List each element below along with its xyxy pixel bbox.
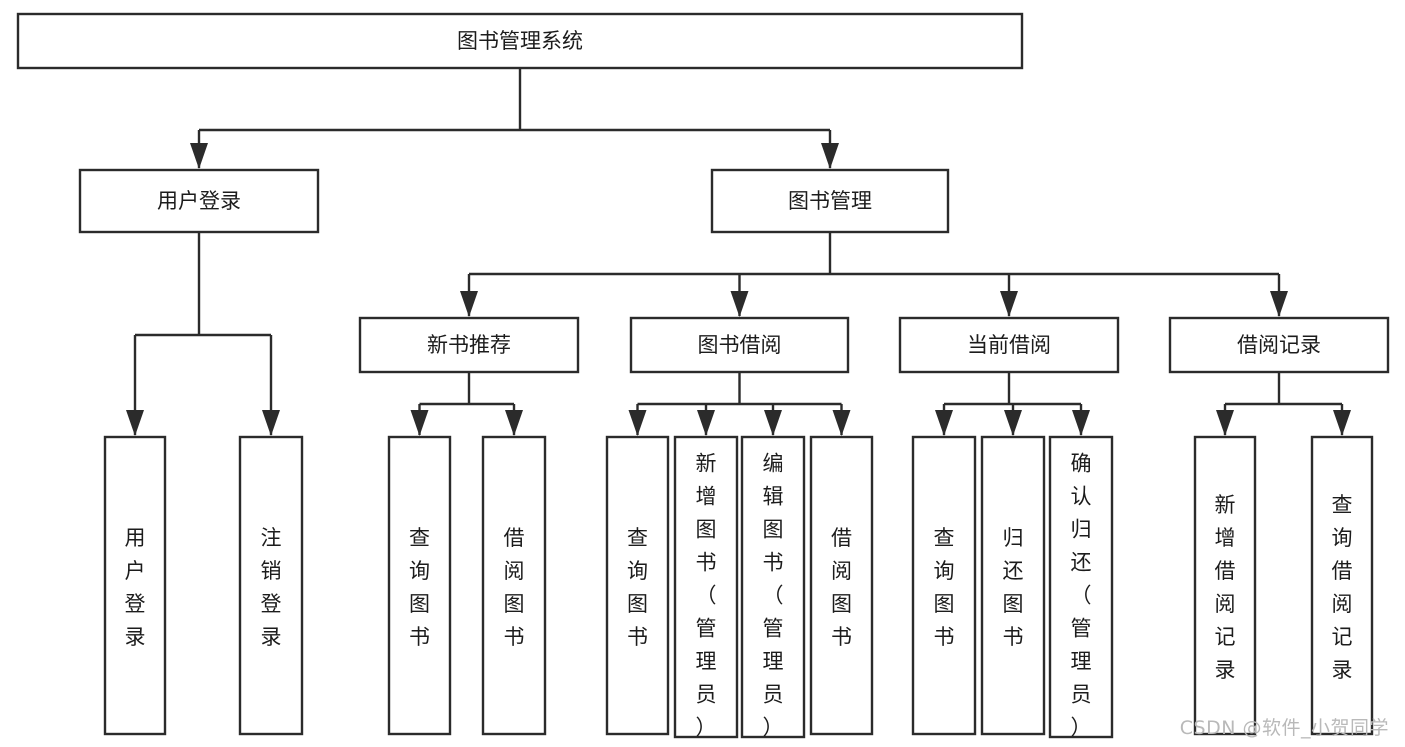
node-borrow-record[interactable]: 借阅记录	[1168, 316, 1390, 374]
arrow-head-icon	[460, 291, 478, 317]
node-box[interactable]	[481, 435, 547, 736]
node-user-login[interactable]: 用户登录	[78, 168, 320, 234]
node-label: 查询图书	[627, 526, 648, 649]
node-box[interactable]	[1310, 435, 1374, 736]
node-label: 查询借阅记录	[1332, 493, 1353, 682]
arrow-head-icon	[821, 143, 839, 169]
arrow-head-icon	[190, 143, 208, 169]
node-label: 用户登录	[125, 526, 146, 649]
node-box[interactable]	[673, 435, 739, 739]
node-box[interactable]	[1048, 435, 1114, 739]
node-book-borrow[interactable]: 图书借阅	[629, 316, 850, 374]
node-box[interactable]	[898, 316, 1120, 374]
arrow-head-icon	[697, 410, 715, 436]
node-label: 查询图书	[934, 526, 955, 649]
node-label: 新书推荐	[427, 333, 511, 357]
node-current-borrow[interactable]: 当前借阅	[898, 316, 1120, 374]
node-new-book-recommend[interactable]: 新书推荐	[358, 316, 580, 374]
arrow-head-icon	[262, 410, 280, 436]
node-box[interactable]	[809, 435, 874, 736]
arrow-head-icon	[126, 410, 144, 436]
node-leaf-add-borrow-record[interactable]: 新增借阅记录	[1193, 435, 1257, 736]
node-box[interactable]	[78, 168, 320, 234]
arrow-head-icon	[1000, 291, 1018, 317]
node-box[interactable]	[16, 12, 1024, 70]
connectors-layer	[126, 68, 1351, 436]
node-book-manage[interactable]: 图书管理	[710, 168, 950, 234]
node-label: 用户登录	[157, 189, 241, 213]
node-leaf-return-book[interactable]: 归还图书	[980, 435, 1046, 736]
node-label: 图书借阅	[698, 333, 782, 357]
arrow-head-icon	[1333, 410, 1351, 436]
arrow-head-icon	[1072, 410, 1090, 436]
node-leaf-query-book-2[interactable]: 查询图书	[605, 435, 670, 736]
node-leaf-user-login[interactable]: 用户登录	[103, 435, 167, 736]
node-box[interactable]	[629, 316, 850, 374]
arrow-head-icon	[1216, 410, 1234, 436]
arrow-head-icon	[628, 410, 647, 436]
node-box[interactable]	[358, 316, 580, 374]
arrow-head-icon	[832, 410, 851, 436]
node-label: 新增图书（管理员）	[696, 452, 717, 740]
node-label: 新增借阅记录	[1215, 493, 1236, 682]
arrow-head-icon	[1004, 410, 1022, 436]
node-box[interactable]	[103, 435, 167, 736]
node-leaf-add-book-admin[interactable]: 新增图书（管理员）	[673, 435, 739, 740]
arrow-head-icon	[505, 410, 523, 436]
node-box[interactable]	[980, 435, 1046, 736]
arrow-head-icon	[1270, 291, 1288, 317]
node-label: 图书管理系统	[457, 29, 583, 53]
node-leaf-edit-book-admin[interactable]: 编辑图书（管理员）	[740, 435, 806, 740]
arrow-head-icon	[935, 410, 953, 436]
node-leaf-query-book-3[interactable]: 查询图书	[911, 435, 977, 736]
node-label: 借阅图书	[831, 526, 852, 649]
node-box[interactable]	[387, 435, 452, 736]
node-leaf-borrow-book-2[interactable]: 借阅图书	[809, 435, 874, 736]
node-label: 注销登录	[261, 526, 282, 649]
node-box[interactable]	[1193, 435, 1257, 736]
node-leaf-confirm-return-admin[interactable]: 确认归还（管理员）	[1048, 435, 1114, 740]
node-label: 归还图书	[1003, 526, 1024, 649]
node-box[interactable]	[740, 435, 806, 739]
node-label: 借阅图书	[504, 526, 525, 649]
csdn-watermark: CSDN @软件_小贺同学	[1179, 717, 1389, 739]
node-label: 图书管理	[788, 189, 872, 213]
node-box[interactable]	[710, 168, 950, 234]
node-leaf-borrow-book-1[interactable]: 借阅图书	[481, 435, 547, 736]
node-leaf-query-borrow-record[interactable]: 查询借阅记录	[1310, 435, 1374, 736]
nodes-layer: 图书管理系统用户登录用户登录注销登录图书管理新书推荐查询图书借阅图书图书借阅查询…	[16, 12, 1390, 740]
node-box[interactable]	[911, 435, 977, 736]
node-leaf-query-book-1[interactable]: 查询图书	[387, 435, 452, 736]
node-box[interactable]	[1168, 316, 1390, 374]
arrow-head-icon	[764, 410, 782, 436]
arrow-head-icon	[730, 291, 749, 317]
node-label: 确认归还（管理员）	[1071, 452, 1092, 740]
node-box[interactable]	[238, 435, 304, 736]
node-label: 当前借阅	[967, 333, 1051, 357]
arrow-head-icon	[410, 410, 429, 436]
node-label: 借阅记录	[1237, 333, 1321, 357]
node-leaf-user-logout[interactable]: 注销登录	[238, 435, 304, 736]
node-label: 查询图书	[409, 526, 430, 649]
node-label: 编辑图书（管理员）	[763, 452, 784, 740]
node-box[interactable]	[605, 435, 670, 736]
node-root[interactable]: 图书管理系统	[16, 12, 1024, 70]
